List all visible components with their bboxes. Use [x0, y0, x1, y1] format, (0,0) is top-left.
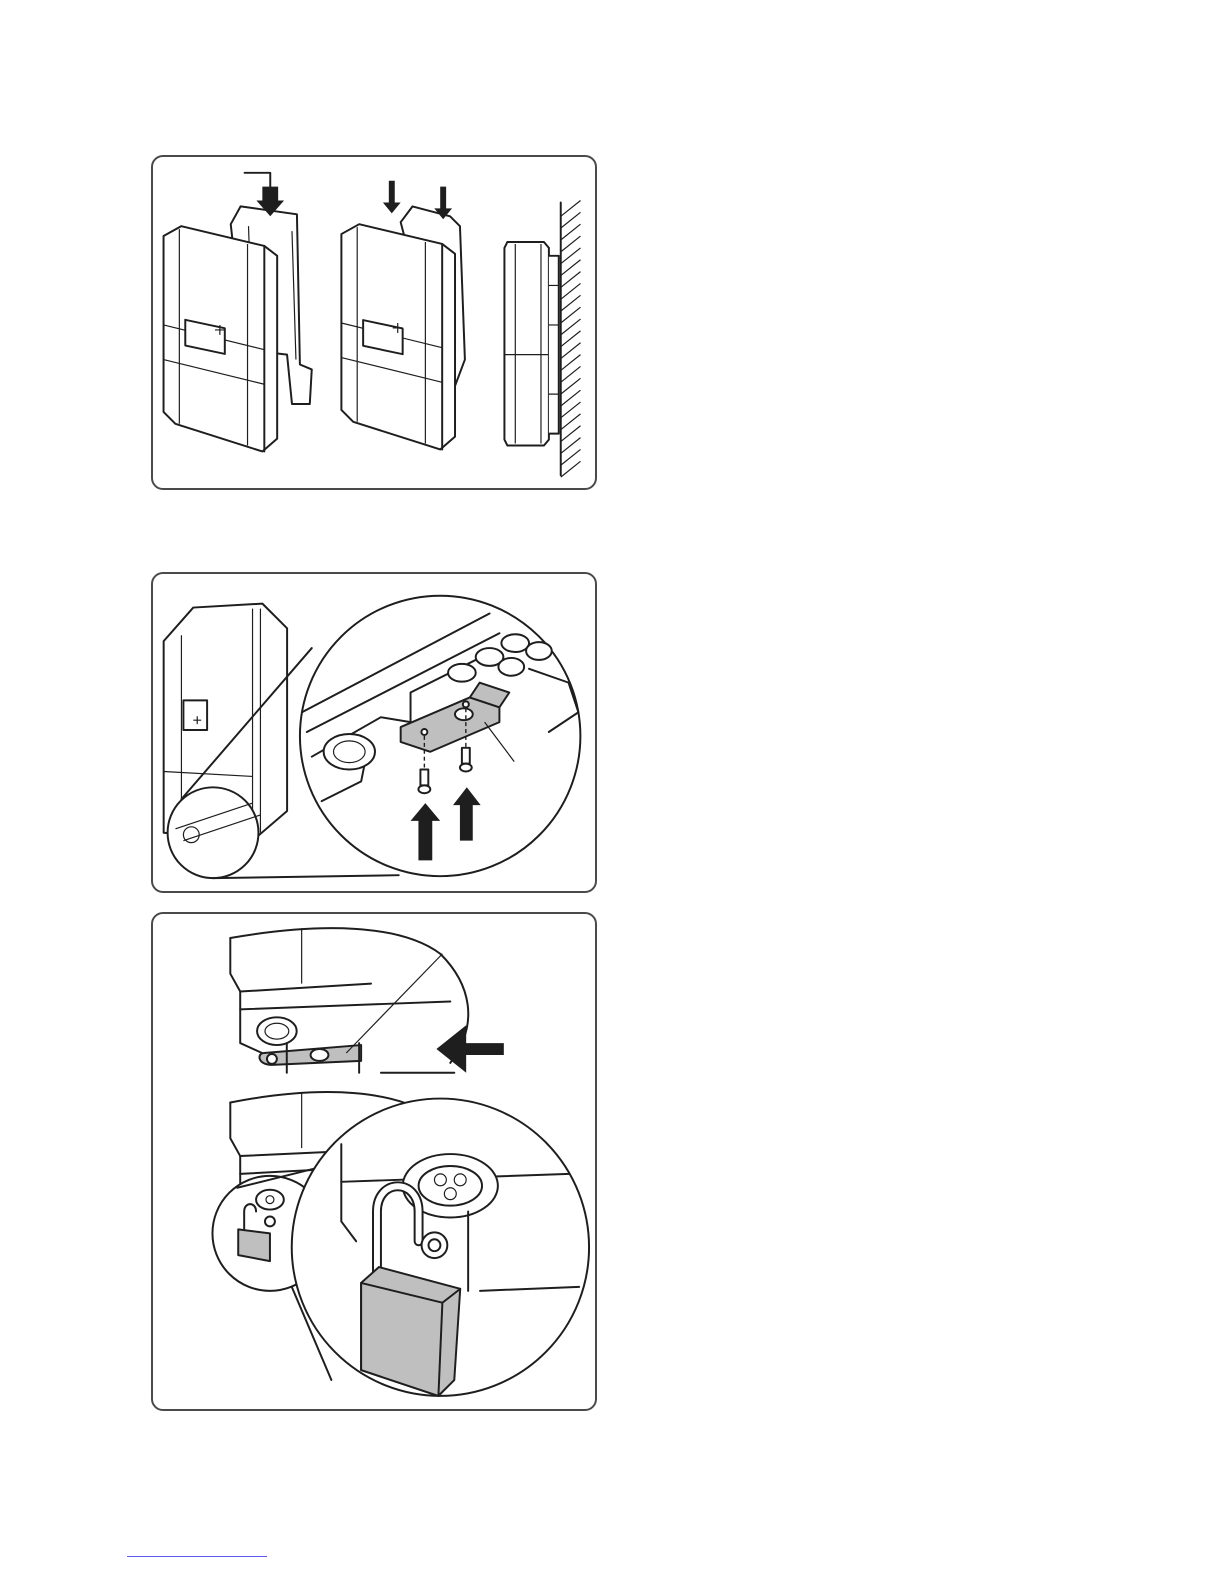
wall-hatch-line: [561, 355, 581, 371]
wall-hatch-line: [561, 248, 581, 264]
figure-mounting-panel: [151, 155, 597, 490]
detail-circle-small: [168, 787, 259, 878]
wall-hatch-line: [561, 343, 581, 359]
wall-hatch-line: [561, 295, 581, 311]
wall-hatch-line: [561, 390, 581, 406]
wall-hatch-line: [561, 414, 581, 430]
screw-fastening-illustration: [153, 574, 595, 891]
wall-hatch-line: [561, 331, 581, 347]
figure-padlock-panel: [151, 912, 597, 1411]
wall-hatch-line: [561, 438, 581, 454]
wall-hatch-line: [561, 283, 581, 299]
wall-hatch-line: [561, 260, 581, 276]
padlock-illustration: [153, 914, 595, 1409]
wall-hatch-line: [561, 307, 581, 323]
wall-hatch-line: [561, 224, 581, 240]
inverter-unit-2: [341, 224, 455, 449]
inverter-side-view: [504, 242, 558, 446]
wall-hatch-line: [561, 200, 581, 216]
wall-hatch-line: [561, 272, 581, 288]
arrow-left-icon: [381, 1025, 504, 1073]
figure-screw-panel: [151, 572, 597, 893]
wall-hatch-line: [561, 236, 581, 252]
inverter-unit-1: [164, 226, 278, 451]
wall-hatch-line: [561, 461, 581, 477]
wall-hatch-line: [561, 426, 581, 442]
wall-hatch-line: [561, 212, 581, 228]
wall-hatch-line: [561, 402, 581, 418]
wall-hatch-icon: [561, 200, 581, 477]
mounting-illustration: [153, 157, 595, 488]
wall-hatch-line: [561, 378, 581, 394]
wall-hatch-line: [561, 319, 581, 335]
footnote-separator: [127, 1556, 267, 1557]
wall-hatch-line: [561, 366, 581, 382]
wall-hatch-line: [561, 449, 581, 465]
housing-bottom-top: [230, 928, 468, 1073]
